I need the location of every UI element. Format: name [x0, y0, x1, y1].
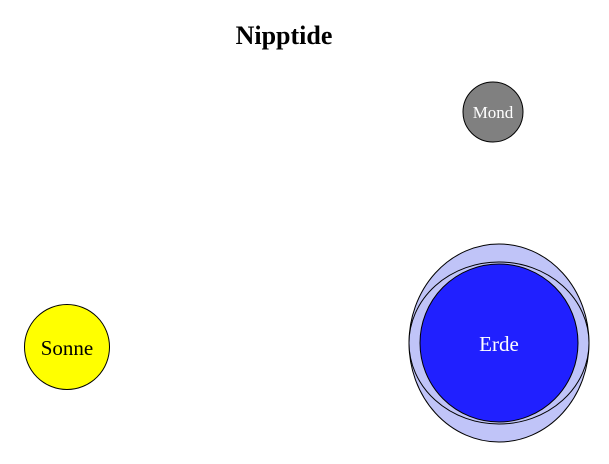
sun-label: Sonne: [41, 336, 94, 360]
moon-disk: [462, 81, 524, 143]
earth: Erde: [408, 243, 590, 443]
sun-disk: [24, 304, 110, 390]
earth-disk: [419, 263, 579, 423]
earth-label: Erde: [479, 332, 519, 356]
sun: Sonne: [24, 304, 110, 390]
moon: Mond: [462, 81, 524, 143]
moon-label: Mond: [473, 103, 514, 122]
diagram-title: Nipptide: [236, 21, 333, 50]
